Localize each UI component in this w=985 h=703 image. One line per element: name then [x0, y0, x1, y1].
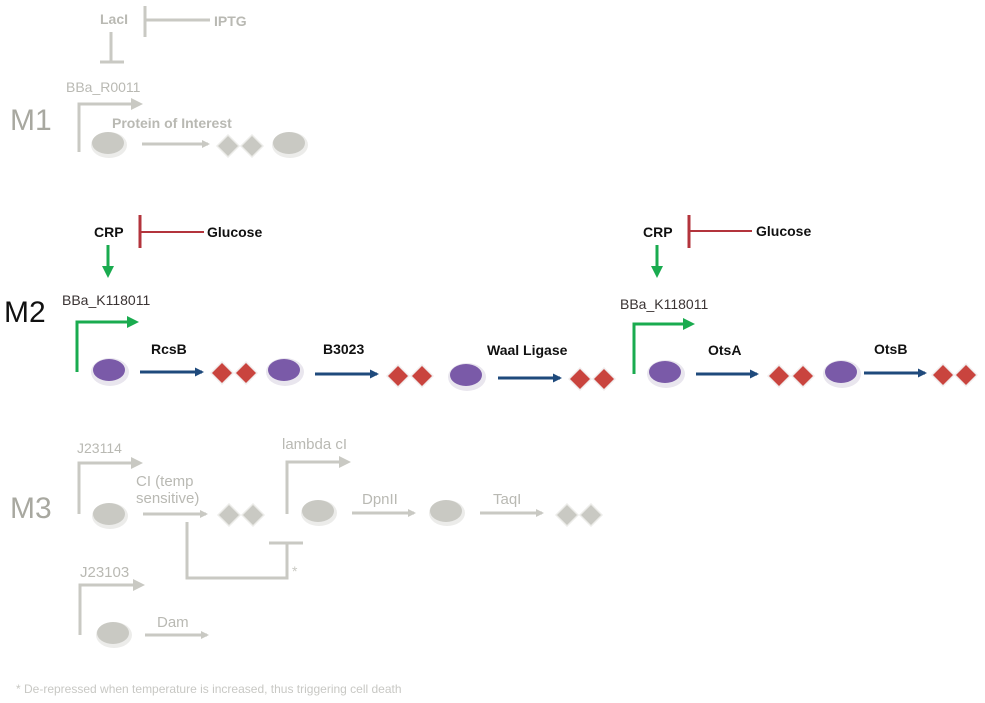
terminator-icon	[555, 503, 603, 527]
rbs-icon	[92, 132, 124, 154]
gene-label-taqi: TaqI	[493, 491, 521, 508]
inhibitor-glucose-label: Glucose	[207, 224, 262, 240]
rbs-icon	[825, 361, 857, 383]
promoter-arrow-k118011	[75, 316, 139, 372]
promoter-arrow-j23103	[78, 579, 145, 635]
module-m1: M1 LacI IPTG BBa_R0011 Protein of Intere…	[10, 6, 308, 158]
promoter-arrow-r0011	[77, 98, 143, 152]
rbs-icon	[302, 500, 334, 522]
rbs-icon	[268, 359, 300, 381]
rbs-icon	[649, 361, 681, 383]
promoter-label-k118011: BBa_K118011	[62, 292, 150, 308]
rbs-icon	[430, 500, 462, 522]
gene-label-otsa: OtsA	[708, 342, 741, 358]
inhibitor-glucose-label: Glucose	[756, 223, 811, 239]
promoter-arrow-j23114	[77, 457, 143, 514]
promoter-label-lambda-ci: lambda cI	[282, 436, 347, 453]
m2-cassette-1: CRP Glucose BBa_K118011 RcsB B3023	[62, 215, 616, 391]
terminator-icon	[767, 364, 815, 388]
inducer-iptg-label: IPTG	[214, 13, 247, 29]
gene-label-ci-line1: CI (temp	[136, 473, 194, 490]
promoter-label-j23103: J23103	[80, 564, 129, 581]
gene-label-rcsb: RcsB	[151, 341, 187, 357]
promoter-label-k118011: BBa_K118011	[620, 296, 708, 312]
promoter-label-r0011: BBa_R0011	[66, 79, 141, 95]
gene-label-otsb: OtsB	[874, 341, 907, 357]
promoter-arrow-k118011	[632, 318, 695, 374]
repressor-laci-label: LacI	[100, 11, 128, 27]
module-label-m1: M1	[10, 104, 52, 137]
terminator-icon	[210, 361, 258, 385]
promoter-arrow-lambda-ci	[285, 456, 351, 514]
ci-repression-line	[185, 522, 289, 580]
asterisk-marker: *	[292, 563, 298, 579]
terminator-icon	[217, 503, 265, 527]
gene-label-waal-ligase: Waal Ligase	[487, 342, 568, 358]
terminator-icon	[568, 367, 616, 391]
gene-label-b3023: B3023	[323, 341, 364, 357]
activator-crp-label: CRP	[94, 224, 124, 240]
footnote: * De-repressed when temperature is incre…	[16, 682, 402, 696]
terminator-icon	[386, 364, 434, 388]
module-label-m2: M2	[4, 296, 46, 329]
terminator-icon	[931, 363, 978, 387]
rbs-icon	[450, 364, 482, 386]
rbs-icon	[93, 503, 125, 525]
rbs-icon	[93, 359, 125, 381]
activator-crp-label: CRP	[643, 224, 673, 240]
rbs-icon	[273, 132, 305, 154]
gene-label-protein-of-interest: Protein of Interest	[112, 115, 232, 131]
m2-cassette-2: CRP Glucose BBa_K118011 OtsA OtsB	[620, 215, 978, 388]
promoter-label-j23114: J23114	[77, 440, 122, 456]
module-m3: M3 J23114 CI (temp sensitive) * lambda c…	[10, 436, 603, 648]
gene-label-dam: Dam	[157, 614, 189, 631]
module-label-m3: M3	[10, 492, 52, 525]
module-m2: M2 CRP Glucose BBa_K118011 RcsB B3023	[4, 215, 978, 391]
rbs-icon	[97, 622, 129, 644]
gene-label-dpnii: DpnII	[362, 491, 398, 508]
gene-label-ci-line2: sensitive)	[136, 490, 199, 507]
terminator-icon	[216, 134, 264, 158]
